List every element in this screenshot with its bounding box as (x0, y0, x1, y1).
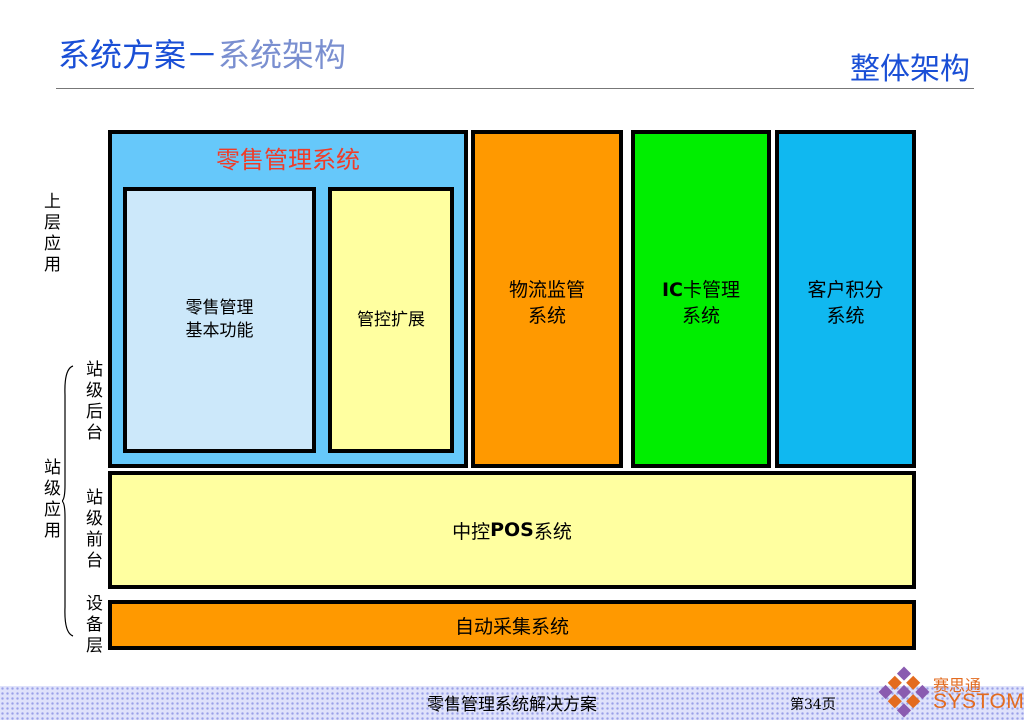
title-sub: 系统架构 (218, 36, 347, 74)
pos-prefix: 中控 (452, 520, 491, 543)
ic-card-system-block: IC卡管理 系统 (631, 130, 771, 468)
pos-suffix: 系统 (533, 520, 572, 543)
control-extension-block: 管控扩展 (328, 187, 454, 453)
label-upper-app: 上层应用 (40, 192, 60, 276)
label-station-backend: 站级后台 (82, 360, 102, 444)
label-station-app: 站级应用 (40, 458, 60, 542)
header-divider (56, 88, 974, 89)
footer-bar (0, 686, 1024, 720)
retail-basic-function-block: 零售管理 基本功能 (123, 187, 316, 453)
section-title: 整体架构 (850, 52, 970, 87)
ic-card-label: IC卡管理 系统 (662, 278, 740, 329)
logo-brand: SYSTOM (933, 690, 1024, 713)
retail-system-title: 零售管理系统 (216, 146, 360, 174)
label-station-frontend: 站级前台 (82, 488, 102, 572)
logistics-system-block: 物流监管 系统 (471, 130, 623, 468)
title-main: 系统方案－ (58, 36, 219, 74)
page-number: 第34页 (790, 697, 836, 713)
label-device-layer: 设备层 (82, 594, 102, 657)
auto-collect-system-block: 自动采集系统 (108, 600, 916, 650)
page-title: 系统方案－系统架构 (58, 30, 346, 76)
brace-bracket (62, 365, 74, 637)
pos-bold: POS (490, 519, 534, 541)
customer-points-system-block: 客户积分 系统 (775, 130, 916, 468)
ic-card-rest: 卡管理 系统 (681, 279, 741, 327)
systom-logo-icon (878, 666, 930, 718)
logo-chinese: 赛思通 (933, 676, 982, 695)
ic-card-prefix: IC (661, 279, 683, 301)
footer-title: 零售管理系统解决方案 (427, 695, 597, 715)
